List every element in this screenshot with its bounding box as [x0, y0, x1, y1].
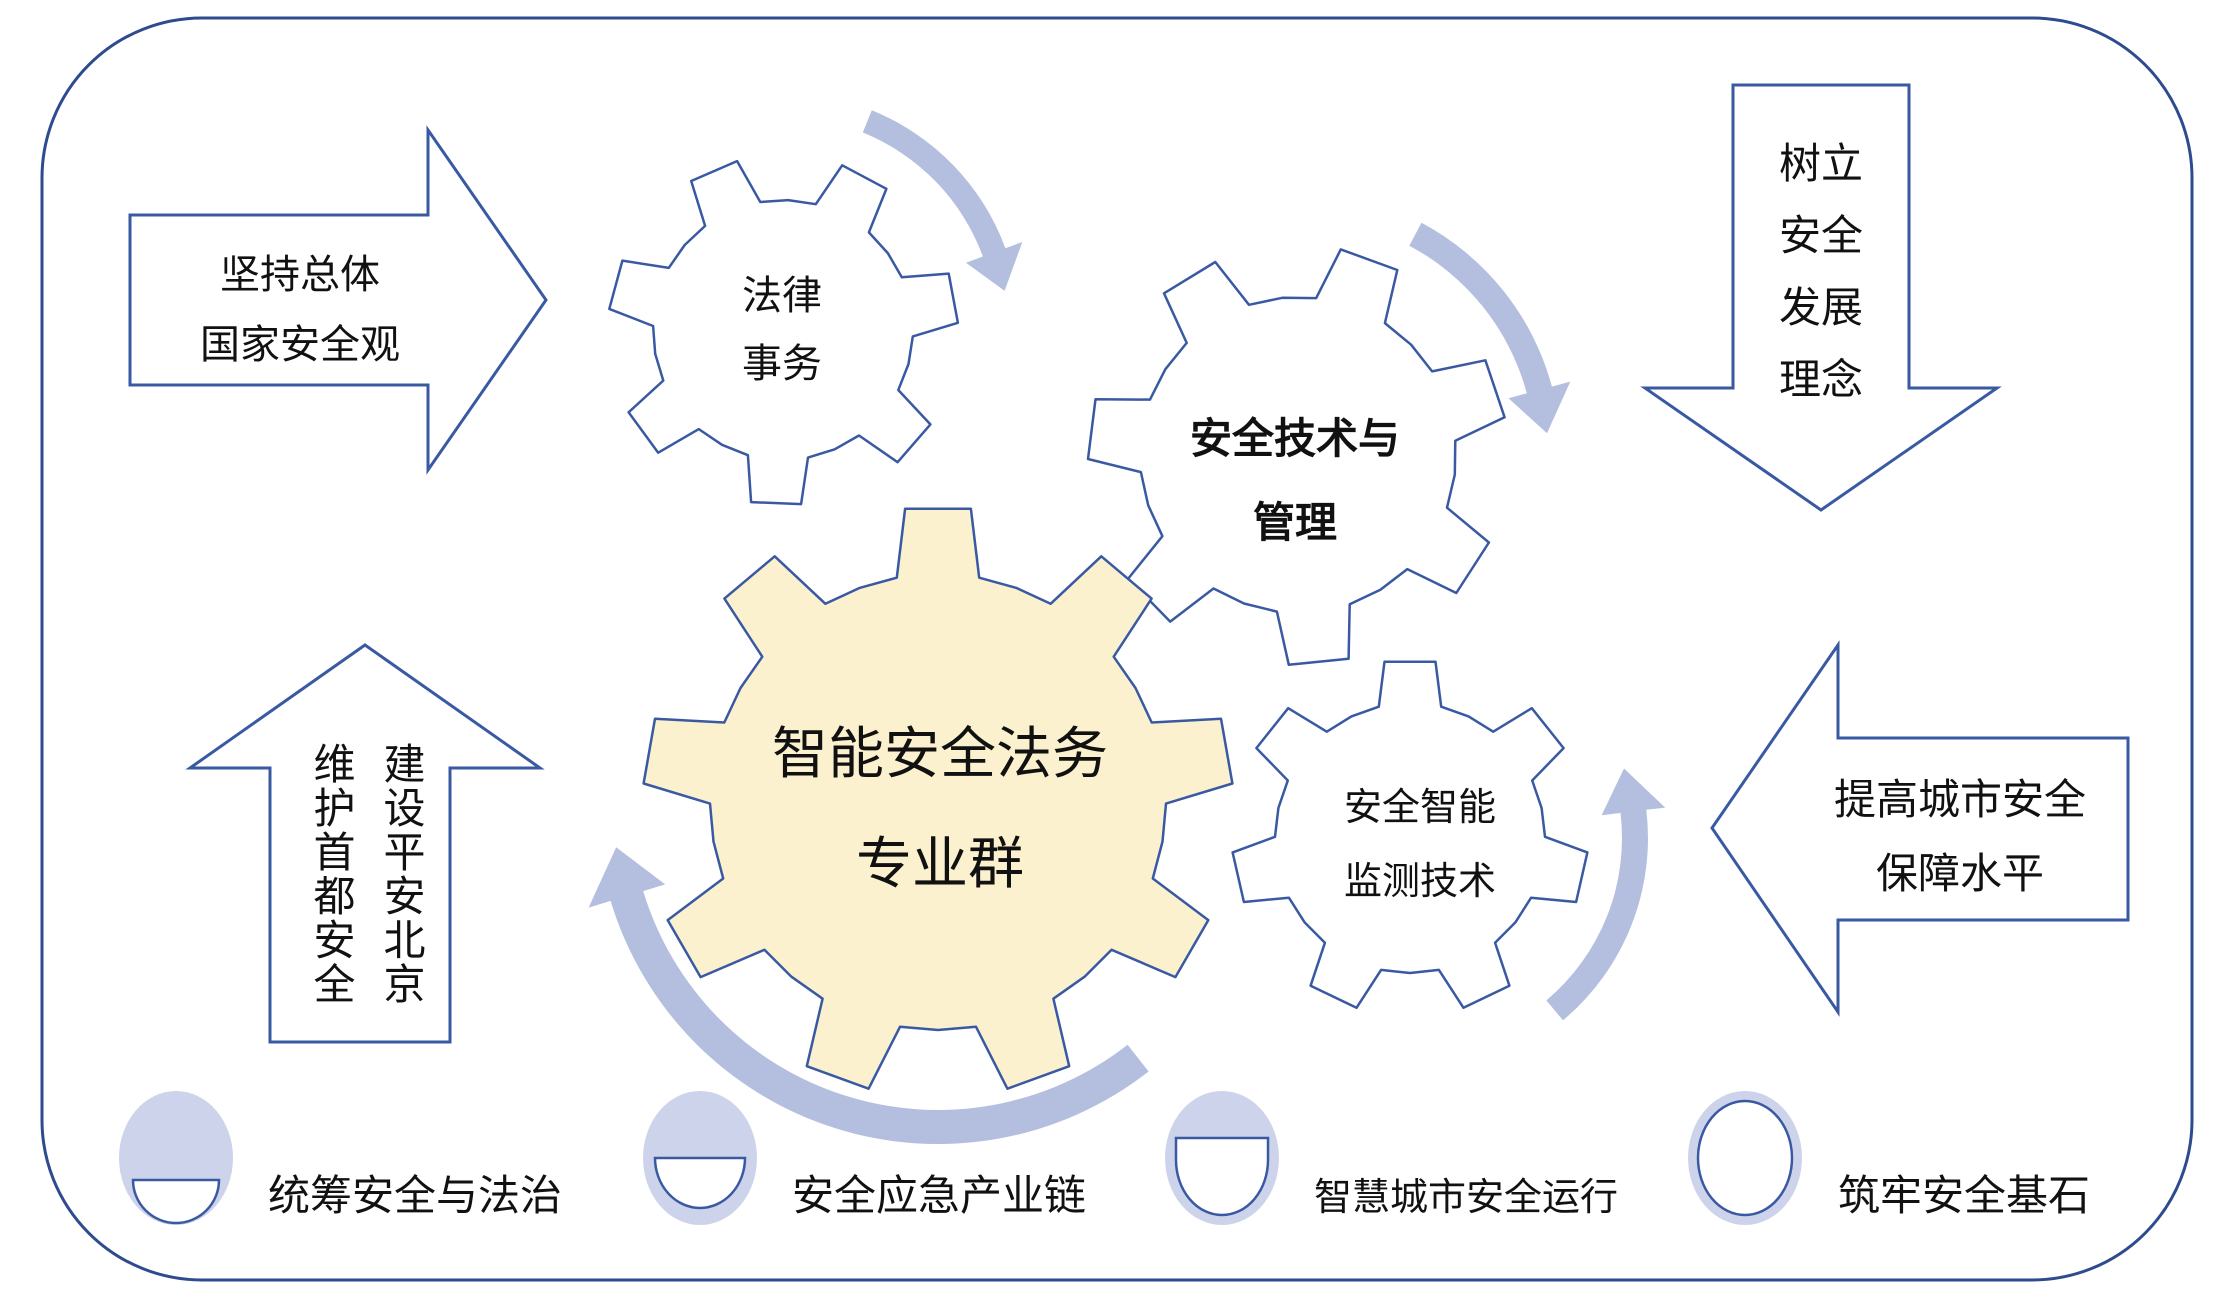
quarter-filled-circle-icon	[119, 1091, 233, 1225]
label-line: 法律	[742, 273, 822, 319]
curved-arrow-icon	[1546, 768, 1666, 1021]
label-line: 国家安全观	[200, 322, 400, 368]
curved-arrow-icon	[588, 847, 1149, 1145]
label-line: 理念	[1778, 355, 1863, 404]
legend-label: 统筹安全与法治	[268, 1171, 563, 1220]
gear-monitor-label: 安全智能 监测技术	[1310, 770, 1530, 918]
legend-label: 智慧城市安全运行	[1314, 1175, 1619, 1219]
legend-label: 筑牢安全基石	[1838, 1171, 2091, 1220]
arrow-up-label-col1: 维护首都安全	[307, 742, 356, 1006]
label-line: 发展	[1778, 283, 1863, 332]
gear-icon	[1231, 660, 1589, 1010]
gear-icon	[608, 159, 960, 506]
label-line: 坚持总体	[220, 252, 380, 298]
arrow-right-label: 坚持总体 国家安全观	[150, 240, 450, 380]
arrow-right-icon	[128, 125, 548, 475]
label-line: 提高城市安全	[1833, 775, 2086, 824]
rotation-arrows	[588, 110, 1666, 1145]
label-line: 树立	[1778, 139, 1863, 188]
gear-central-label: 智能安全法务 专业群	[700, 700, 1180, 920]
legend-label: 安全应急产业链	[792, 1171, 1087, 1220]
arrow-down-icon	[1640, 83, 2002, 512]
curved-arrow-icon	[1409, 222, 1571, 434]
curved-arrow-icon	[862, 110, 1023, 291]
ring-circle-icon	[1688, 1091, 1802, 1225]
label-line: 安全技术与	[1189, 414, 1400, 463]
arrow-up-label-col2: 建设平安北京	[377, 742, 426, 1006]
gear-icon	[1086, 248, 1506, 667]
label-line: 管理	[1252, 498, 1337, 547]
label-line: 安全智能	[1343, 785, 1496, 829]
label-line: 安全	[1778, 211, 1863, 260]
arrow-left-icon	[1710, 640, 2130, 1017]
label-line: 智能安全法务	[772, 722, 1108, 787]
gear-law-label: 法律 事务	[682, 262, 882, 398]
gear-icon	[642, 507, 1234, 1090]
label-line: 监测技术	[1343, 859, 1496, 903]
label-line: 事务	[742, 341, 822, 387]
arrow-left-label: 提高城市安全 保障水平	[1810, 763, 2110, 911]
label-line: 专业群	[856, 832, 1024, 897]
arrow-down-label: 树立 安全 发展 理念	[1743, 128, 1899, 416]
half-filled-circle-icon	[643, 1091, 757, 1225]
arrow-up-icon	[185, 643, 545, 1044]
low-filled-circle-icon	[1165, 1091, 1279, 1225]
gear-tech-label: 安全技术与 管理	[1155, 397, 1435, 565]
label-line: 保障水平	[1875, 849, 2044, 898]
